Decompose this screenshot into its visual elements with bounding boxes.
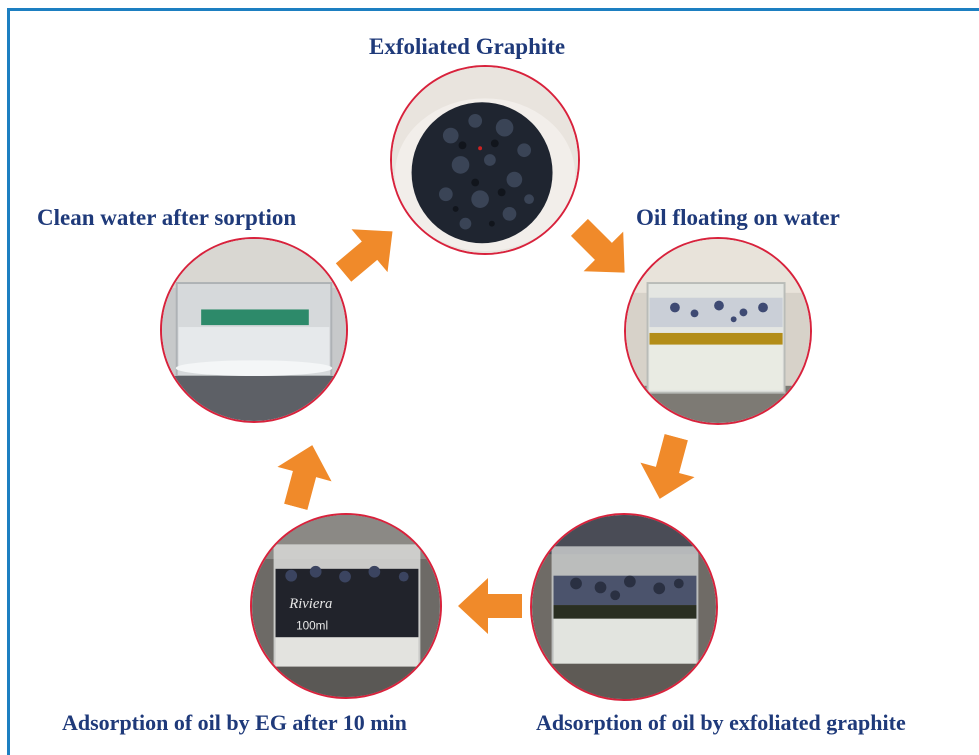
clean-water-photo bbox=[160, 237, 348, 423]
adsorption-exfoliated-photo bbox=[530, 513, 718, 701]
label-adsorption-10min: Adsorption of oil by EG after 10 min bbox=[62, 710, 407, 735]
diagram-frame bbox=[7, 8, 979, 755]
oil-floating-photo bbox=[624, 237, 812, 425]
arrow-to-adsorption-eg-icon bbox=[629, 429, 707, 507]
label-clean-water: Clean water after sorption bbox=[37, 205, 297, 230]
arrow-to-adsorption-10min-icon bbox=[458, 574, 522, 638]
beaker-brand-text: Riviera bbox=[288, 596, 332, 612]
label-oil-floating: Oil floating on water bbox=[636, 205, 840, 230]
arrow-to-exfoliated-icon bbox=[323, 207, 413, 297]
beaker-volume-text: 100ml bbox=[296, 619, 328, 632]
exfoliated-graphite-photo bbox=[390, 65, 580, 255]
arrow-to-clean-water-icon bbox=[265, 437, 343, 515]
adsorption-10min-photo: Riviera 100ml bbox=[250, 513, 442, 699]
arrow-to-oil-floating-icon bbox=[557, 205, 648, 296]
label-exfoliated-graphite: Exfoliated Graphite bbox=[369, 34, 566, 59]
label-adsorption-exfoliated: Adsorption of oil by exfoliated graphite bbox=[536, 710, 906, 735]
